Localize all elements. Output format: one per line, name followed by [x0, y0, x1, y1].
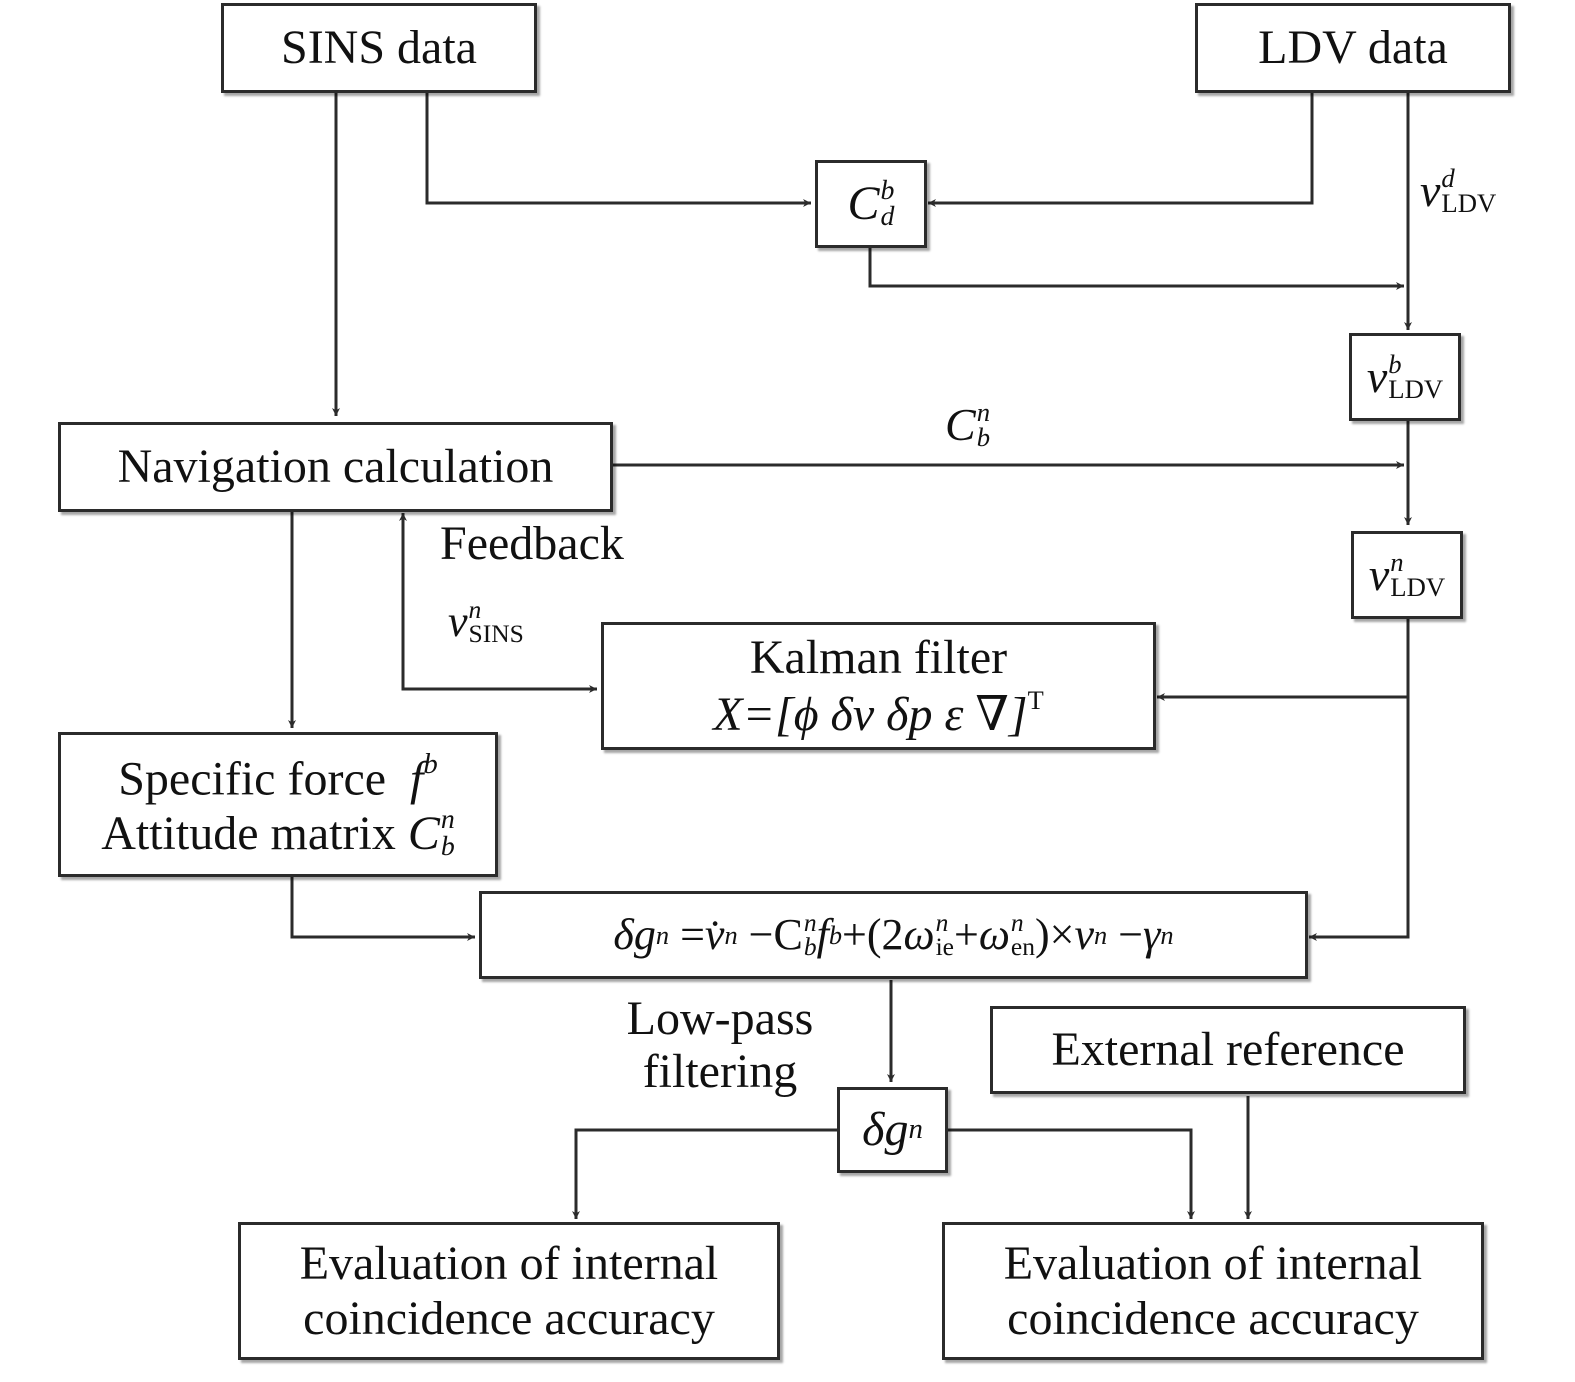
low-pass-filtering-label: Low-pass filtering [600, 992, 840, 1099]
attitude-matrix-label: Attitude matrix [101, 807, 396, 861]
kalman-filter-box: Kalman filter X=[ϕ δv δp ε ∇]T [601, 622, 1156, 750]
ldv-data-box: LDV data [1195, 3, 1511, 93]
arrow-dg-to-right-eval [948, 1128, 1195, 1219]
ldv-data-label: LDV data [1258, 21, 1448, 75]
low-pass-line2: filtering [642, 1044, 798, 1098]
eval-internal-left-box: Evaluation of internal coincidence accur… [238, 1222, 780, 1360]
navigation-calculation-label: Navigation calculation [117, 440, 554, 494]
eval-internal-right-box: Evaluation of internal coincidence accur… [942, 1222, 1484, 1360]
kalman-filter-title: Kalman filter [749, 630, 1008, 684]
external-reference-box: External reference [990, 1006, 1466, 1094]
arrow-force-to-equation [290, 876, 475, 941]
arrow-vn-to-equation [1309, 697, 1410, 941]
eval-left-line2: coincidence accuracy [303, 1292, 715, 1345]
sins-data-box: SINS data [221, 3, 537, 93]
arrow-vn-to-kalman [1157, 618, 1410, 701]
arrow-dg-to-left-eval [572, 1128, 838, 1219]
kalman-state-vector: X=[ϕ δv δp ε ∇] [713, 688, 1028, 742]
navigation-calculation-box: Navigation calculation [58, 422, 613, 512]
eval-right-line2: coincidence accuracy [1007, 1292, 1419, 1345]
kalman-state-transpose: T [1027, 684, 1044, 715]
specific-force-label: Specific force [118, 752, 387, 806]
kalman-filter-state: X=[ϕ δv δp ε ∇]T [713, 685, 1043, 742]
specific-force-line: Specific force fb [118, 747, 438, 806]
arrow-sins-to-cdb [425, 92, 811, 207]
low-pass-line1: Low-pass [626, 992, 814, 1045]
external-reference-label: External reference [1051, 1023, 1405, 1077]
eval-left-line1: Evaluation of internal [299, 1236, 719, 1290]
arrow-ldv-to-cdb [928, 92, 1314, 207]
eval-right-line1: Evaluation of internal [1003, 1236, 1423, 1290]
arrow-cdb-to-junction [868, 246, 1404, 290]
sins-data-label: SINS data [281, 21, 477, 75]
feedback-label: Feedback [440, 517, 624, 570]
